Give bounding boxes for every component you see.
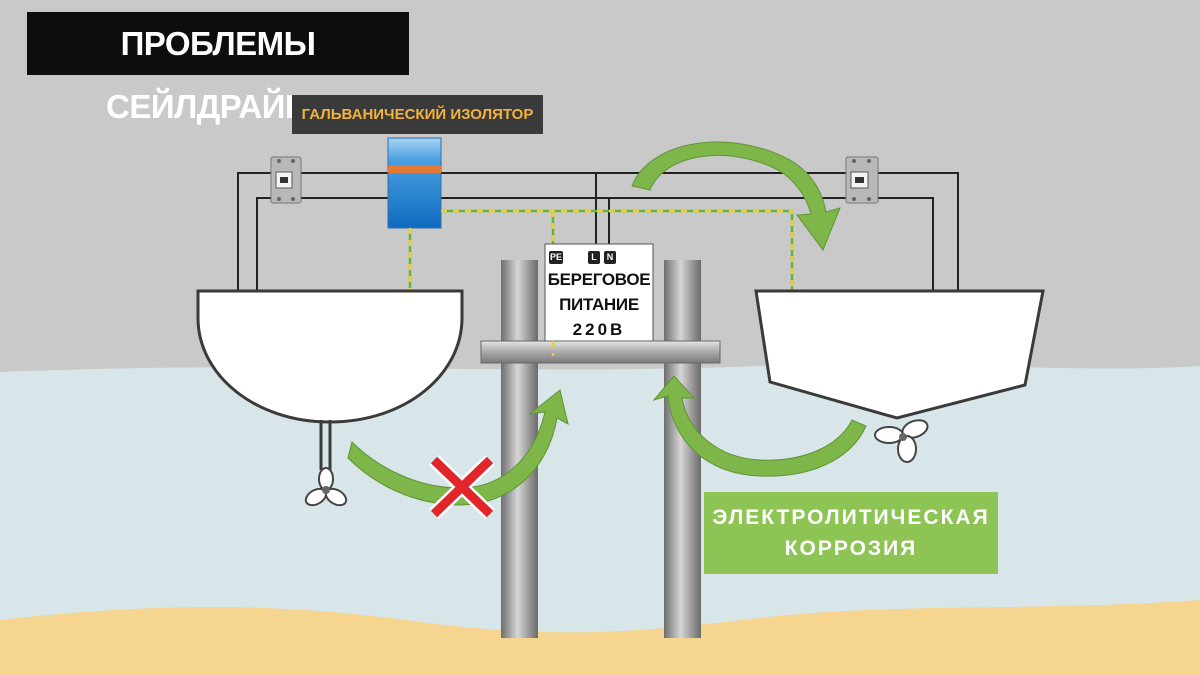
shore-power-label: БЕРЕГОВОЕ ПИТАНИЕ 220В	[547, 267, 651, 342]
shore-power-line2: ПИТАНИЕ	[559, 295, 639, 314]
galvanic-isolator	[387, 137, 442, 229]
isolator-label: ГАЛЬВАНИЧЕСКИЙ ИЗОЛЯТОР	[292, 95, 543, 134]
corrosion-line2: КОРРОЗИЯ	[784, 537, 918, 560]
propeller-icon-right	[874, 419, 929, 463]
boat-right-hull	[754, 289, 1045, 420]
terminal-pe: PE	[549, 251, 563, 264]
terminal-n: N	[604, 251, 616, 264]
shore-power-voltage: 220В	[572, 320, 626, 339]
saildrive-leg	[319, 420, 332, 472]
propeller-icon-left	[304, 467, 348, 507]
page-title: ПРОБЛЕМЫ СЕЙЛДРАЙВА	[27, 12, 409, 125]
terminal-l: L	[588, 251, 600, 264]
circuit-breaker-icon-left	[270, 156, 302, 204]
shore-power-line1: БЕРЕГОВОЕ	[547, 270, 651, 289]
green-arrow-icon	[347, 141, 867, 506]
seabed	[0, 600, 1200, 675]
corrosion-line1: ЭЛЕКТРОЛИТИЧЕСКАЯ	[712, 506, 990, 529]
corrosion-label: ЭЛЕКТРОЛИТИЧЕСКАЯ КОРРОЗИЯ	[704, 492, 998, 574]
circuit-breaker-icon-right	[845, 156, 879, 204]
pier-beam	[480, 340, 721, 364]
